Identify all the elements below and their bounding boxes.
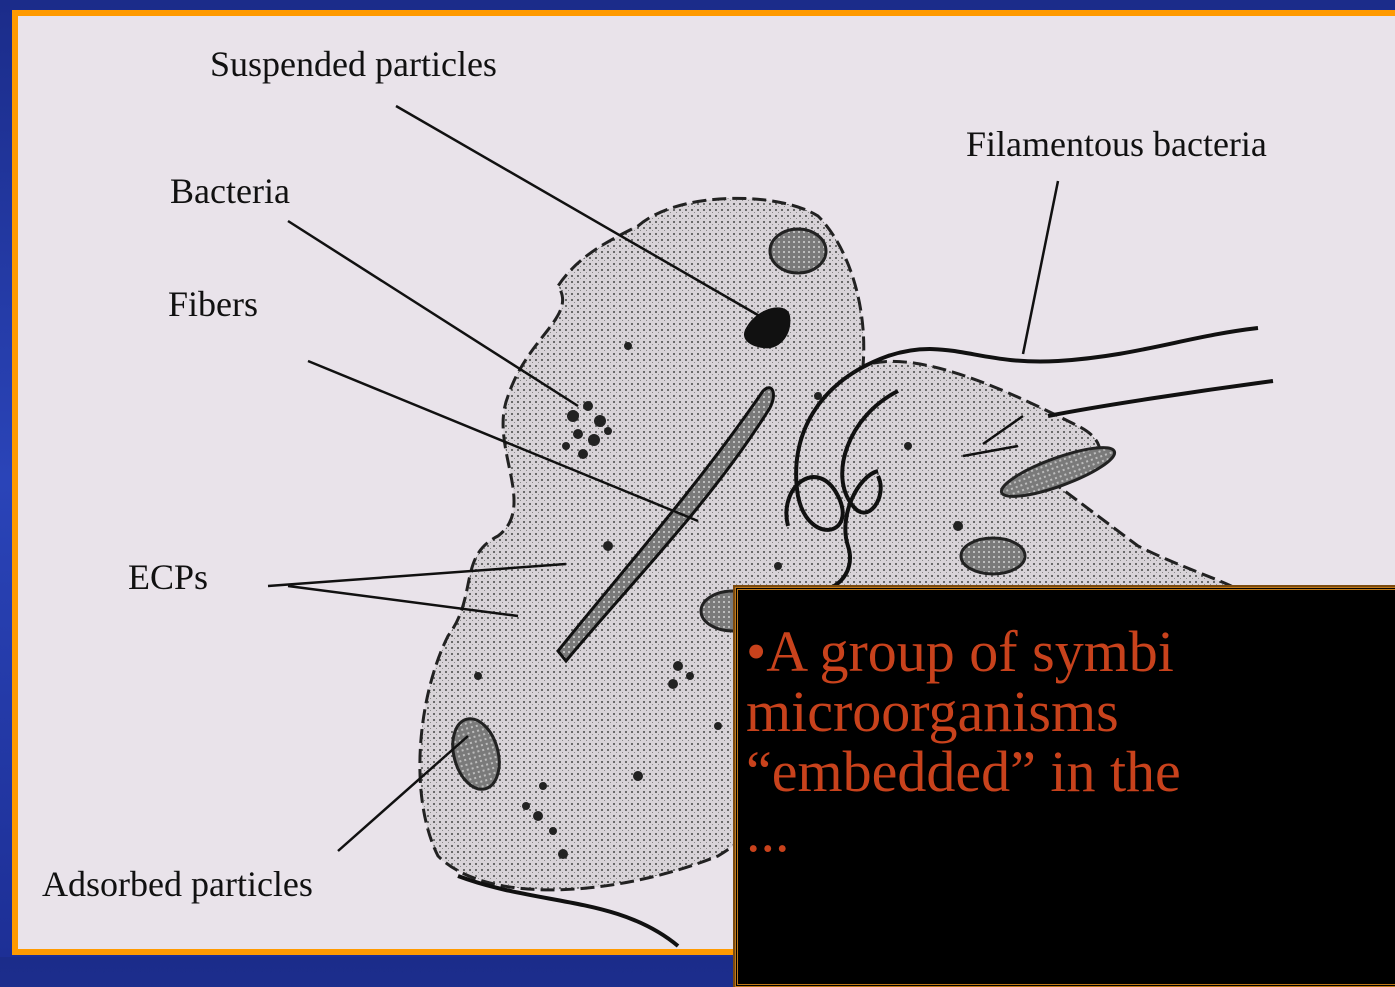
label-suspended-particles: Suspended particles xyxy=(210,44,497,84)
bacterium-shape xyxy=(770,229,826,273)
label-filamentous-bacteria: Filamentous bacteria xyxy=(966,124,1267,164)
caption-box: •A group of symbi microorganisms “embedd… xyxy=(735,587,1395,987)
label-fibers: Fibers xyxy=(168,284,258,324)
label-ecps: ECPs xyxy=(128,557,208,597)
caption-text: •A group of symbi microorganisms “embedd… xyxy=(746,622,1395,862)
label-bacteria: Bacteria xyxy=(170,171,290,211)
label-adsorbed-particles: Adsorbed particles xyxy=(42,864,313,904)
bacterium-shape xyxy=(961,538,1025,574)
